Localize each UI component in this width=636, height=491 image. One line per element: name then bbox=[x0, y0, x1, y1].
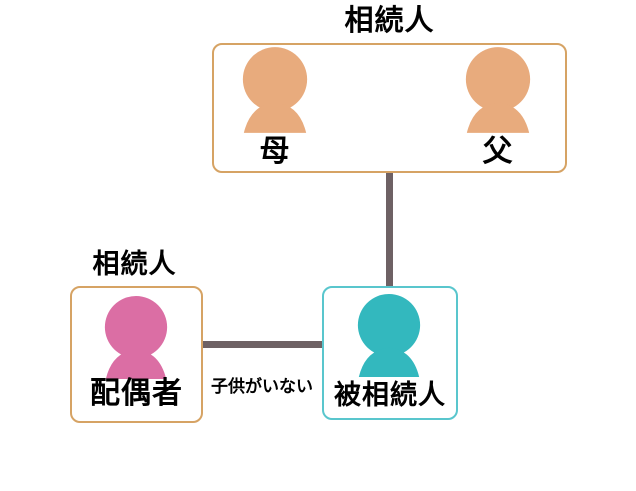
decedent-label: 被相続人 bbox=[334, 380, 446, 410]
mother-person-icon bbox=[242, 47, 308, 133]
parents-to-decedent-line bbox=[386, 100, 393, 286]
mother-label: 母 bbox=[259, 135, 291, 168]
spouse-label: 配偶者 bbox=[90, 377, 183, 410]
decedent-person-icon bbox=[357, 294, 421, 377]
no-children-note: 子供がいない bbox=[211, 377, 313, 396]
spouse-to-decedent-line bbox=[203, 341, 322, 348]
parents-heirs-title: 相続人 bbox=[344, 5, 435, 37]
spouse-heir-title: 相続人 bbox=[92, 249, 177, 279]
father-label: 父 bbox=[482, 135, 514, 168]
father-person-icon bbox=[465, 47, 531, 133]
decedent-box bbox=[322, 286, 458, 420]
spouse-person-icon bbox=[104, 296, 168, 379]
